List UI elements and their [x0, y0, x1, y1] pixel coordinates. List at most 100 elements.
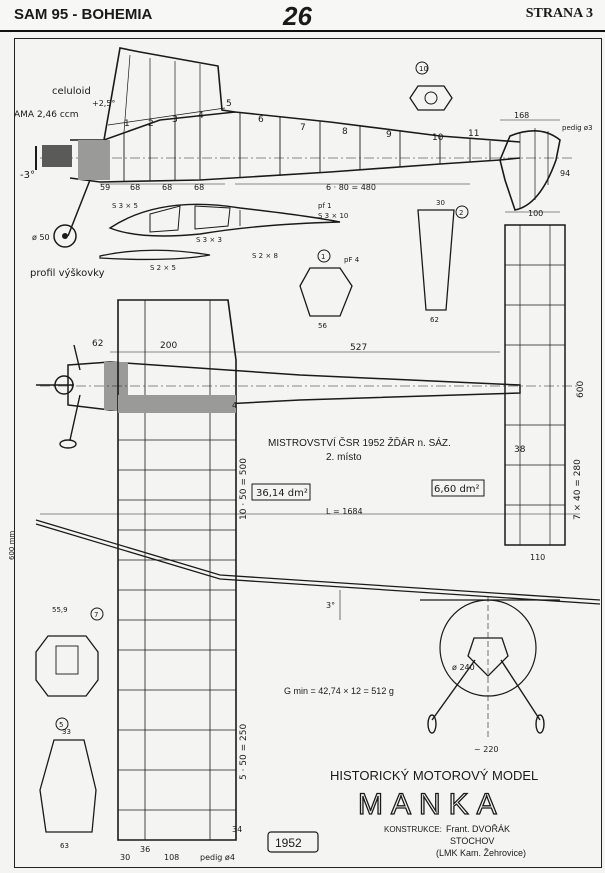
dim-600: 600 [576, 381, 586, 398]
contest-line1: MISTROVSTVÍ ČSR 1952 ŽĎÁR n. SÁZ. [268, 436, 451, 449]
dim-527: 527 [350, 343, 367, 353]
svg-text:pF 4: pF 4 [344, 256, 360, 264]
page-header: SAM 95 - BOHEMIA 26 STRANA 3 [0, 0, 605, 32]
contest-line2: 2. místo [326, 452, 362, 463]
dim-94: 94 [560, 169, 570, 178]
title-line1: HISTORICKÝ MOTOROVÝ MODEL [330, 768, 538, 783]
designer-prefix: KONSTRUKCE: [384, 825, 442, 834]
dim-68a: 68 [130, 183, 140, 192]
station-8: 8 [342, 127, 348, 137]
wing-planform [117, 299, 237, 841]
label-s3x3: S 3 × 3 [196, 236, 222, 244]
weight-label: G min = 42,74 × 12 = 512 g [284, 686, 394, 696]
station-10: 10 [432, 133, 444, 143]
year-badge: 1952 [275, 836, 302, 850]
area-stab: 6,60 dm² [434, 484, 480, 495]
dihedral-view [35, 519, 601, 620]
svg-text:10: 10 [419, 65, 428, 73]
nose-block [78, 140, 110, 180]
label-gear-220: ~ 220 [474, 745, 499, 754]
page-label: STRANA 3 [525, 6, 593, 21]
label-downthrust: -3° [20, 170, 35, 181]
label-s2x8: S 2 × 8 [252, 252, 278, 260]
dim-68c: 68 [194, 183, 204, 192]
engine-shape [42, 145, 72, 167]
label-s3x10: S 3 × 10 [318, 212, 348, 220]
wing-profile [108, 203, 341, 237]
dim-100: 100 [528, 209, 543, 218]
label-engine: AMA 2,46 ccm [14, 110, 79, 120]
fuselage-top [70, 111, 521, 143]
dim-6x80: 6 · 80 = 480 [326, 183, 376, 192]
label-gear-240: ø 240 [452, 663, 475, 672]
svg-text:1: 1 [321, 253, 325, 261]
label-pedig-4: pedig ø4 [200, 853, 235, 862]
svg-text:55,9: 55,9 [52, 606, 68, 614]
svg-text:5: 5 [59, 721, 63, 729]
former-2: 2 [417, 205, 469, 311]
former-10: 10 [409, 61, 453, 111]
svg-text:7: 7 [94, 611, 98, 619]
area-wing: 36,14 dm² [256, 488, 308, 499]
svg-text:63: 63 [60, 842, 69, 850]
station-6: 6 [258, 115, 264, 125]
designer-club: (LMK Kam. Žehrovice) [436, 848, 526, 858]
wheel [53, 224, 77, 248]
station-2: 2 [148, 119, 154, 129]
station-11: 11 [468, 129, 479, 139]
label-pf1: pf 1 [318, 202, 332, 210]
dim-10x50: 10 · 50 = 500 [239, 458, 249, 520]
length-label: L = 1684 [326, 507, 363, 516]
station-4: 4 [198, 111, 204, 121]
designer-town: STOCHOV [450, 836, 494, 846]
label-stab-profile: profil výškovky [30, 267, 105, 279]
drawing-frame [14, 38, 602, 868]
former-7: 7 [35, 607, 104, 697]
station-3: 3 [172, 115, 178, 125]
label-dihedral-3: 3° [326, 601, 335, 610]
dim-68b: 68 [162, 183, 172, 192]
station-7: 7 [300, 123, 306, 133]
station-9: 9 [386, 130, 392, 140]
dim-34: 34 [232, 825, 242, 834]
dim-62: 62 [92, 339, 103, 349]
dim-110: 110 [530, 553, 545, 562]
label-pedig-3: pedig ø3 [562, 124, 593, 132]
svg-text:2: 2 [459, 209, 463, 217]
magazine-title: SAM 95 - BOHEMIA [14, 6, 153, 23]
model-name: MANKA [358, 788, 505, 821]
fuselage-bottom [69, 157, 521, 183]
station-5: 5 [226, 99, 232, 109]
former-1: 1 pF 4 56 [299, 249, 360, 330]
svg-text:30: 30 [436, 199, 445, 207]
label-celuloid: celuloid [52, 86, 91, 97]
station-1: 1 [124, 119, 130, 129]
svg-text:62: 62 [430, 316, 439, 324]
dim-4: 4 [232, 401, 237, 410]
svg-text:56: 56 [318, 322, 327, 330]
dim-7x40: 7 × 40 = 280 [573, 459, 583, 520]
label-s3x5: S 3 × 5 [112, 202, 138, 210]
label-s2x5: S 2 × 5 [150, 264, 176, 272]
label-wheel-dia: ø 50 [32, 233, 50, 242]
stab-planform [504, 224, 566, 546]
tail-fin [499, 130, 561, 211]
former-5: 5 [39, 717, 97, 833]
side-view [35, 47, 575, 248]
svg-text:33: 33 [62, 728, 71, 736]
title-block: HISTORICKÝ MOTOROVÝ MODEL MANKA KONSTRUK… [267, 768, 538, 858]
dim-5x50: 5 · 50 = 250 [239, 724, 249, 780]
page-number: 26 [283, 1, 312, 31]
fuselage-station-numbers: 1 2 3 4 5 6 7 8 9 10 11 [124, 99, 479, 143]
svg-text:108: 108 [164, 853, 179, 862]
dim-59: 59 [100, 183, 110, 192]
label-dihedral-plus: +2,5° [92, 99, 115, 108]
dim-200: 200 [160, 341, 177, 351]
svg-text:36: 36 [140, 845, 150, 854]
front-view-gear [420, 596, 560, 740]
svg-text:30: 30 [120, 853, 130, 862]
pylon-outline [103, 47, 236, 141]
designer-name: Frant. DVOŘÁK [446, 824, 510, 834]
stab-profile-shape [99, 249, 211, 261]
